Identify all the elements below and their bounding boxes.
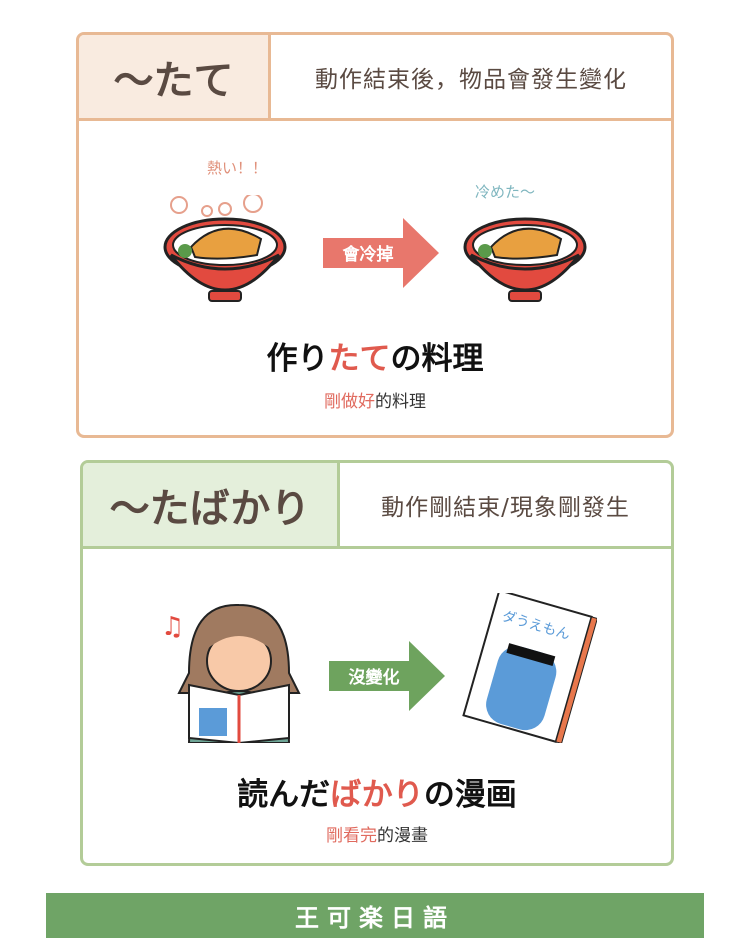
tate-card: ～たて 動作結束後，物品會發生變化 熱い！！ 冷めた～ 會冷掉 作りたての料理 … [76,32,674,438]
cold-note: 冷めた～ [475,183,536,201]
cold-bowl-illustration [463,217,587,302]
translation-highlight: 剛看完 [326,826,377,846]
pattern-meaning: 動作剛結束/現象剛發生 [381,494,630,521]
example-pre: 作り [266,341,329,377]
no-change-arrow: 沒變化 [329,641,445,711]
arrow-right-icon [323,218,439,288]
example-post: の料理 [390,341,484,377]
example-translation: 剛看完的漫畫 [83,821,671,846]
girl-reading-illustration: ♫ [161,603,301,743]
example-sentence: 読んだばかりの漫画 [83,769,671,814]
arrow-right-icon [329,641,445,711]
example-highlight: ばかり [330,777,424,813]
example-pre: 読んだ [237,777,331,813]
tate-header: ～たて 動作結束後，物品會發生變化 [79,35,671,121]
hot-bowl-illustration [163,195,287,302]
pattern-label: ～たて [79,35,271,118]
pattern-meaning: 動作結束後，物品會發生變化 [315,66,627,93]
translation-highlight: 剛做好 [324,392,375,412]
tabakari-header: ～たばかり 動作剛結束/現象剛發生 [83,463,671,549]
example-highlight: たて [328,341,391,377]
change-arrow: 會冷掉 [323,218,439,288]
tabakari-card: ～たばかり 動作剛結束/現象剛發生 ♫ 沒變化 ダうえもん 読んだばかりの漫画 … [80,460,674,866]
example-post: の漫画 [423,777,517,813]
brand-footer: 王可楽日語 [46,893,704,938]
svg-text:♫: ♫ [161,612,184,642]
translation-post: 的漫畫 [377,826,428,846]
arrow-label: 會冷掉 [342,245,394,265]
translation-post: 的料理 [375,392,426,412]
pattern-label: ～たばかり [83,463,340,546]
hot-note: 熱い！！ [207,159,268,177]
example-translation: 剛做好的料理 [79,387,671,412]
arrow-label: 沒變化 [348,668,400,688]
example-sentence: 作りたての料理 [79,333,671,378]
manga-book-illustration: ダうえもん [462,593,597,743]
